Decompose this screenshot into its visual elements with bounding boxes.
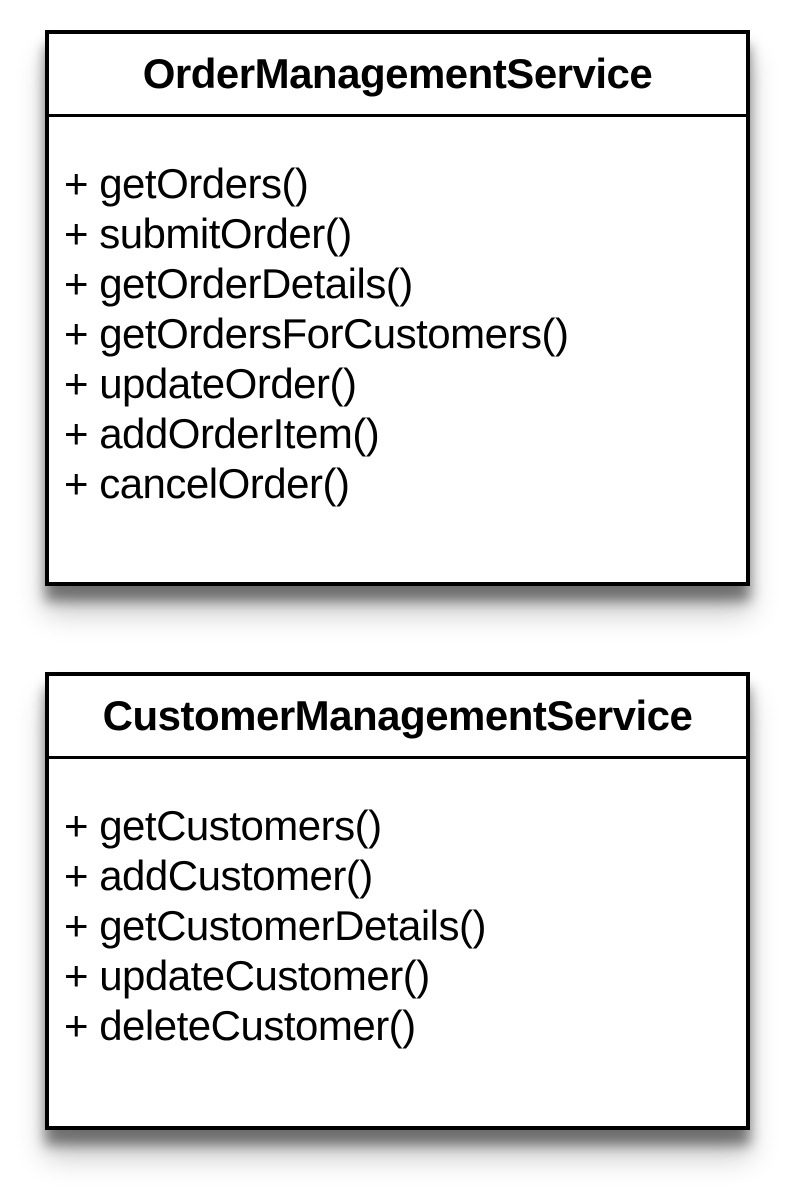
method-list-order-management-service: + getOrders() + submitOrder() + getOrder… <box>49 117 746 509</box>
class-box-customer-management-service: CustomerManagementService + getCustomers… <box>45 672 750 1130</box>
method-item: + deleteCustomer() <box>64 1002 416 1049</box>
method-item: + getCustomerDetails() <box>64 902 486 949</box>
class-title-customer-management-service: CustomerManagementService <box>49 676 746 759</box>
method-item: + cancelOrder() <box>64 460 350 507</box>
method-item: + getCustomers() <box>64 802 382 849</box>
method-item: + getOrderDetails() <box>64 260 413 307</box>
class-box-order-management-service: OrderManagementService + getOrders() + s… <box>45 30 750 586</box>
method-item: + addCustomer() <box>64 852 373 899</box>
method-item: + updateCustomer() <box>64 952 430 999</box>
method-list-customer-management-service: + getCustomers() + addCustomer() + getCu… <box>49 759 746 1051</box>
class-title-order-management-service: OrderManagementService <box>49 34 746 117</box>
method-item: + submitOrder() <box>64 210 352 257</box>
method-item: + getOrdersForCustomers() <box>64 310 569 357</box>
method-item: + updateOrder() <box>64 360 357 407</box>
method-item: + getOrders() <box>64 160 309 207</box>
method-item: + addOrderItem() <box>64 410 380 457</box>
